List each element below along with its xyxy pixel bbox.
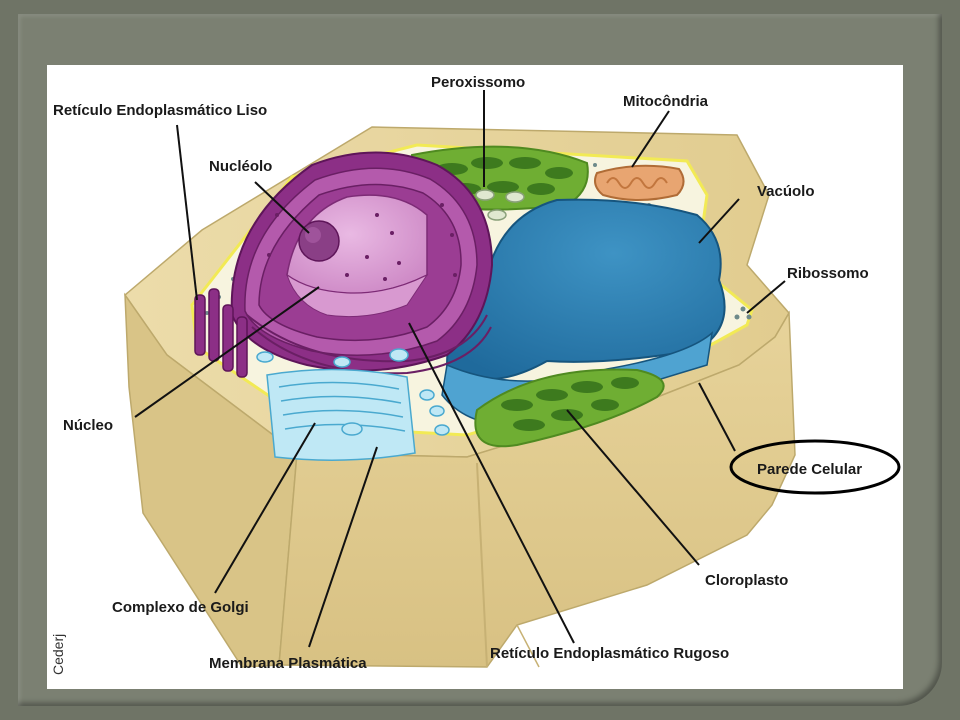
label-ribossomo: Ribossomo [787,265,869,282]
plant-cell-diagram: Retículo Endoplasmático Liso Nucléolo Pe… [47,65,903,689]
label-complexo-golgi: Complexo de Golgi [112,599,249,616]
mitochondria-shape [594,164,685,201]
label-cloroplasto: Cloroplasto [705,572,788,589]
label-vacuolo: Vacúolo [757,183,815,200]
diagram-canvas: Retículo Endoplasmático Liso Nucléolo Pe… [50,74,901,675]
label-peroxissomo: Peroxissomo [431,74,525,91]
leader-lines [134,90,786,648]
image-credit: Cederj [50,634,66,675]
chloroplast-bottom [474,368,665,448]
label-parede-celular: Parede Celular [757,461,862,478]
label-reticulo-liso: Retículo Endoplasmático Liso [53,102,267,119]
label-nucleo: Núcleo [63,417,113,434]
label-mitocondria: Mitocôndria [623,93,709,110]
smooth-er-shape [194,288,248,378]
nucleus-shape [230,151,494,375]
label-nucleolo: Nucléolo [209,158,272,175]
golgi-shape [256,348,450,461]
highlight-ellipse [729,439,901,495]
label-reticulo-rugoso: Retículo Endoplasmático Rugoso [490,645,729,662]
label-membrana: Membrana Plasmática [209,655,367,672]
